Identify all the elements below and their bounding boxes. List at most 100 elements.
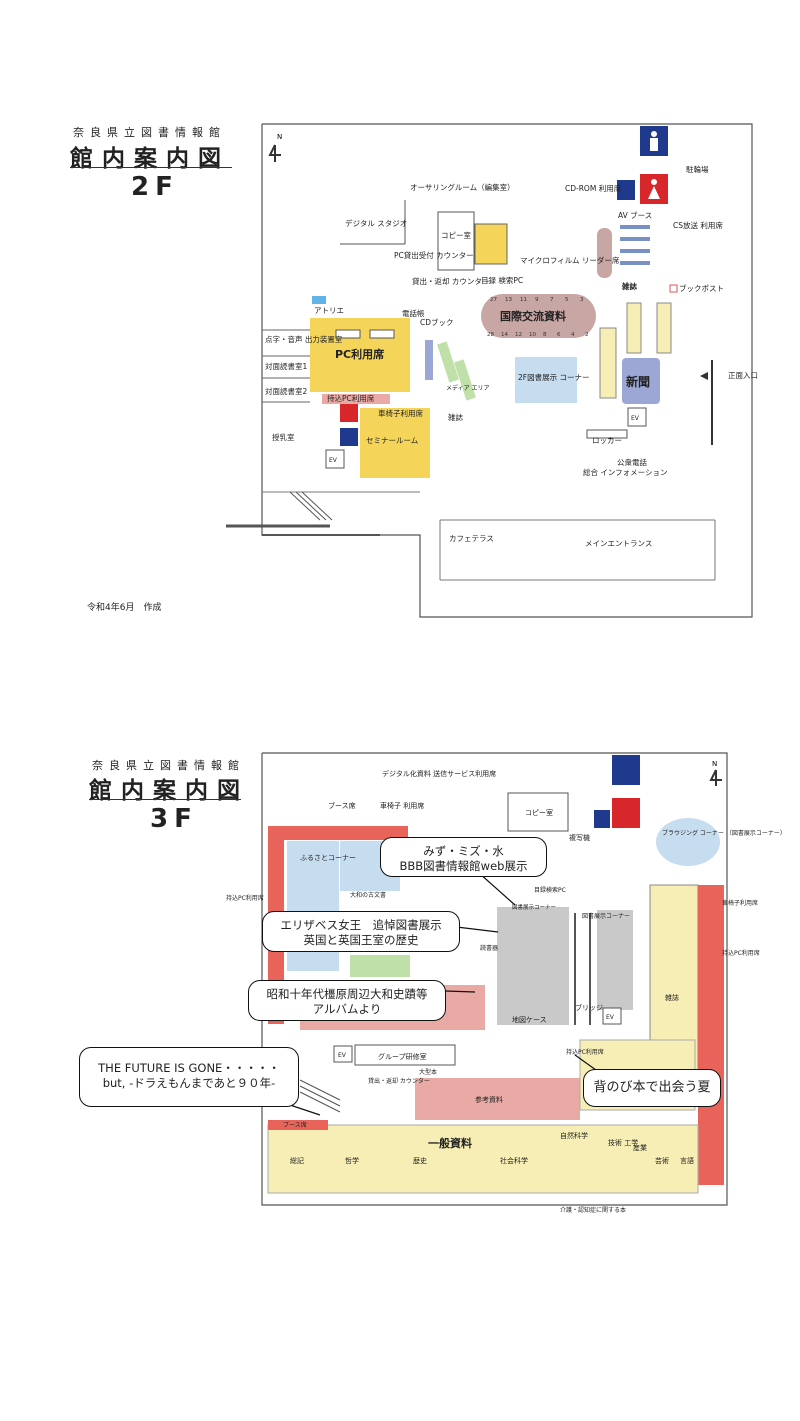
- callout-line: 背のび本で出会う夏: [593, 1080, 711, 1095]
- restroom-female-icon-3f: [612, 798, 640, 828]
- label-local-docs: 大和の古文書: [350, 891, 386, 899]
- label-reading2: 対面読書室2: [265, 386, 307, 396]
- label-pc-lending: PC貸出受付 カウンター: [394, 250, 474, 260]
- booth-seats-top: [268, 826, 408, 840]
- callout-elizabeth-exhibit: エリザベス女王 追悼図書展示 英国と英国王室の歴史: [262, 911, 460, 952]
- label-booth: ブース席: [328, 801, 356, 810]
- label-intl: 国際交流資料: [500, 309, 566, 323]
- label-own-pc-2f: 持込PC利用席: [327, 393, 375, 403]
- exhibit-corner-3f: [497, 907, 569, 1025]
- label-catalog-pc-3f: 目録検索PC: [534, 886, 566, 894]
- label-own-pc-right: 持込PC利用席: [722, 949, 760, 957]
- magazine-shelf-c: [599, 327, 617, 399]
- label-exhibit-2f: 2F図書展示 コーナー: [518, 372, 589, 382]
- label-copier: 複写機: [569, 833, 590, 842]
- label-general: 一般資料: [428, 1136, 472, 1150]
- label-magazine-3f: 雑誌: [665, 993, 679, 1002]
- label-bridge: ブリッジ: [575, 1003, 603, 1012]
- copy-room-2f: [437, 211, 475, 271]
- svg-text:5: 5: [565, 297, 569, 303]
- label-book-post: ブックポスト: [679, 283, 724, 293]
- north-text-2f: N: [277, 133, 282, 141]
- label-large-books: 大型本: [419, 1068, 437, 1076]
- label-reading-device: 読書器: [480, 944, 498, 952]
- label-ev-2f-b: EV: [631, 415, 640, 422]
- label-locker: ロッカー: [592, 436, 622, 445]
- label-braille: 点字・音声 出力装置室: [265, 334, 343, 344]
- elevator-3f-b: [602, 1007, 622, 1025]
- floor-label-3f: 3F: [150, 804, 198, 834]
- accessible-restroom-icon-2f: [617, 180, 635, 200]
- stairs-2f: [226, 491, 380, 536]
- library-name-2f: 奈良県立図書情報館: [73, 126, 226, 139]
- label-industry: 産業: [633, 1143, 647, 1152]
- callout-water-exhibit: みず・ミズ・水 BBB図書情報館web展示: [380, 837, 547, 877]
- label-av-booth: AV ブース: [618, 210, 652, 220]
- restroom-female-icon-2f-left: [340, 404, 358, 422]
- label-microfilm: マイクロフィルム リーダー席: [520, 255, 620, 265]
- floor-map-3f: N デジタル化資料 送信サービス利用席 ブース席 車椅子 利用席 コピー室: [226, 752, 786, 1214]
- intl-num-top: 27: [490, 297, 497, 303]
- label-natural-science: 自然科学: [560, 1131, 588, 1140]
- label-own-pc-left: 持込PC利用席: [226, 894, 264, 902]
- label-furusato: ふるさとコーナー: [300, 854, 356, 862]
- elevator-3f-a: [333, 1045, 353, 1063]
- north-arrow-3f: N: [709, 760, 722, 786]
- label-map-case: 地図ケース: [512, 1015, 547, 1024]
- label-magazine-2f: 雑誌: [621, 281, 637, 291]
- north-text-3f: N: [712, 760, 717, 768]
- svg-text:11: 11: [520, 297, 527, 303]
- seminar-room: [360, 408, 430, 478]
- svg-text:6: 6: [557, 332, 561, 338]
- accessible-restroom-icon-3f: [594, 810, 610, 828]
- label-wheelchair-right: 車椅子利用席: [722, 899, 758, 907]
- label-wheelchair-2f: 車椅子利用席: [378, 408, 423, 418]
- label-nursing: 授乳室: [272, 432, 295, 442]
- label-front-entrance: 正面入口: [728, 371, 758, 380]
- magazine-shelf-a: [626, 302, 642, 354]
- group-room: [354, 1044, 456, 1066]
- callout-line: 昭和十年代橿原周辺大和史蹟等: [266, 987, 428, 1001]
- label-social-science: 社会科学: [500, 1156, 528, 1165]
- label-cdrom: CD-ROM 利用席: [565, 183, 622, 193]
- label-magazine-2f-b: 雑誌: [448, 412, 463, 422]
- label-lending-return-2f: 貸出・返却 カウンター: [412, 276, 489, 286]
- label-own-pc-use: 持込PC利用席: [566, 1048, 604, 1056]
- svg-text:7: 7: [550, 297, 554, 303]
- av-shelf: [597, 228, 612, 278]
- exhibit-corner-2f: [515, 357, 577, 403]
- callout-line: but, -ドラえもんまであと９０年-: [102, 1076, 276, 1090]
- label-seminar: セミナールーム: [366, 436, 418, 445]
- label-authoring: オーサリングルーム（編集室）: [410, 182, 515, 192]
- callout-line: みず・ミズ・水: [423, 844, 504, 858]
- svg-text:2: 2: [585, 332, 589, 338]
- booth-seats-bottom: [268, 1120, 328, 1130]
- creation-date: 令和4年6月 作成: [87, 603, 162, 613]
- callout-summer-books: 背のび本で出会う夏: [583, 1069, 721, 1107]
- label-care-books: 介護・認知症に関する本: [560, 1206, 626, 1214]
- magazine-shelf-b: [656, 302, 672, 354]
- intl-exchange-area: [481, 294, 596, 338]
- callout-line: 英国と英国王室の歴史: [303, 933, 419, 947]
- floor-label-2f: 2F: [131, 172, 179, 202]
- label-copy-room-3f: コピー室: [525, 808, 553, 817]
- elevator-2f-a: [325, 449, 345, 469]
- own-pc-seats: [322, 394, 390, 404]
- library-name-3f: 奈良県立図書情報館: [92, 759, 245, 772]
- callout-line: THE FUTURE IS GONE・・・・・: [98, 1061, 280, 1075]
- label-ev-3f-a: EV: [338, 1052, 347, 1059]
- svg-text:9: 9: [535, 297, 539, 303]
- label-exhibit-3f: 図書展示コーナー: [512, 903, 556, 911]
- label-bicycle: 駐輪場: [686, 164, 709, 174]
- front-entrance-arrow: [700, 372, 708, 380]
- label-cafe: カフェテラス: [449, 534, 494, 543]
- general-collection-area: [267, 1124, 699, 1194]
- book-post-icon: [669, 284, 678, 293]
- label-phone: 公衆電話: [617, 457, 647, 467]
- callout-future-gone: THE FUTURE IS GONE・・・・・ but, -ドラえもんまであと９…: [79, 1047, 299, 1107]
- svg-text:28: 28: [487, 332, 494, 338]
- label-info-desk: 総合 インフォメーション: [583, 467, 668, 477]
- label-catalog-pc-2f: 目録 検索PC: [481, 275, 523, 285]
- label-newspaper: 新聞: [626, 374, 650, 389]
- label-history: 歴史: [413, 1156, 427, 1165]
